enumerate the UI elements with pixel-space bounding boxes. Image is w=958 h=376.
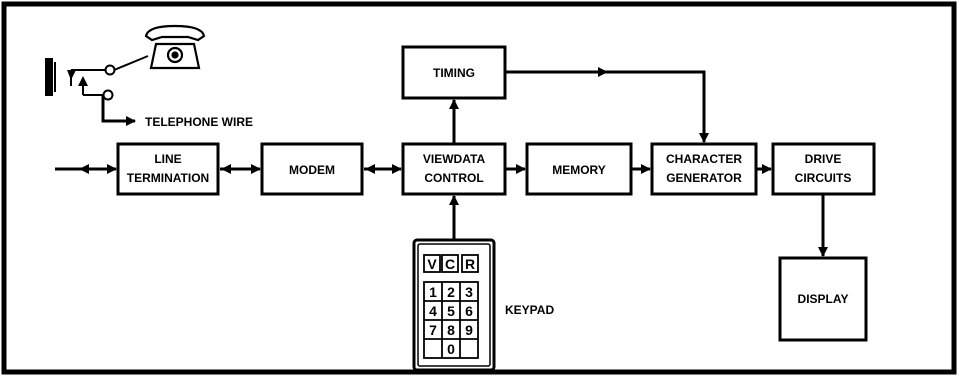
display-label: DISPLAY <box>798 292 849 306</box>
telephone-wire-label: TELEPHONE WIRE <box>145 115 253 129</box>
viewdata-control-label-1: VIEWDATA <box>423 152 486 166</box>
drive-circuits-label-1: DRIVE <box>805 152 842 166</box>
character-generator-label-2: GENERATOR <box>666 171 742 185</box>
telephone-icon <box>144 24 206 70</box>
drive-circuits-block: DRIVE CIRCUITS <box>771 142 876 196</box>
key-c-label: C <box>445 256 455 272</box>
key-c <box>441 254 459 273</box>
key-2: 2 <box>447 284 455 300</box>
key-1: 1 <box>429 284 437 300</box>
key-8: 8 <box>447 322 455 338</box>
line-termination-block: LINE TERMINATION <box>116 142 220 196</box>
key-7: 7 <box>429 322 437 338</box>
line-termination-label-2: TERMINATION <box>127 171 209 185</box>
viewdata-control-block: VIEWDATA CONTROL <box>401 142 507 196</box>
display-block: DISPLAY <box>778 256 868 342</box>
line-termination-label-1: LINE <box>154 152 181 166</box>
keypad-label: KEYPAD <box>505 303 554 317</box>
modem-block: MODEM <box>260 142 364 196</box>
key-4: 4 <box>429 303 437 319</box>
memory-block: MEMORY <box>525 142 633 196</box>
telephone-wire-arrow <box>101 95 136 126</box>
key-0: 0 <box>447 341 455 357</box>
key-v-label: V <box>427 256 437 272</box>
viewdata-control-label-2: CONTROL <box>424 171 483 185</box>
timing-block: TIMING <box>401 45 507 100</box>
key-r-label: R <box>465 256 475 272</box>
modem-label: MODEM <box>289 163 335 177</box>
key-6: 6 <box>465 303 473 319</box>
key-5: 5 <box>447 303 455 319</box>
key-3: 3 <box>465 284 473 300</box>
character-generator-block: CHARACTER GENERATOR <box>650 142 758 196</box>
keypad-digit-grid <box>423 281 479 359</box>
keypad-function-keys <box>423 254 479 273</box>
timing-cg-arrow <box>600 70 709 143</box>
wall-socket-icon <box>45 55 149 101</box>
key-9: 9 <box>465 322 473 338</box>
drive-circuits-label-2: CIRCUITS <box>795 171 852 185</box>
memory-label: MEMORY <box>552 163 606 177</box>
key-v <box>423 254 441 273</box>
timing-label: TIMING <box>433 66 475 80</box>
character-generator-label-1: CHARACTER <box>666 152 742 166</box>
key-r <box>461 254 479 273</box>
